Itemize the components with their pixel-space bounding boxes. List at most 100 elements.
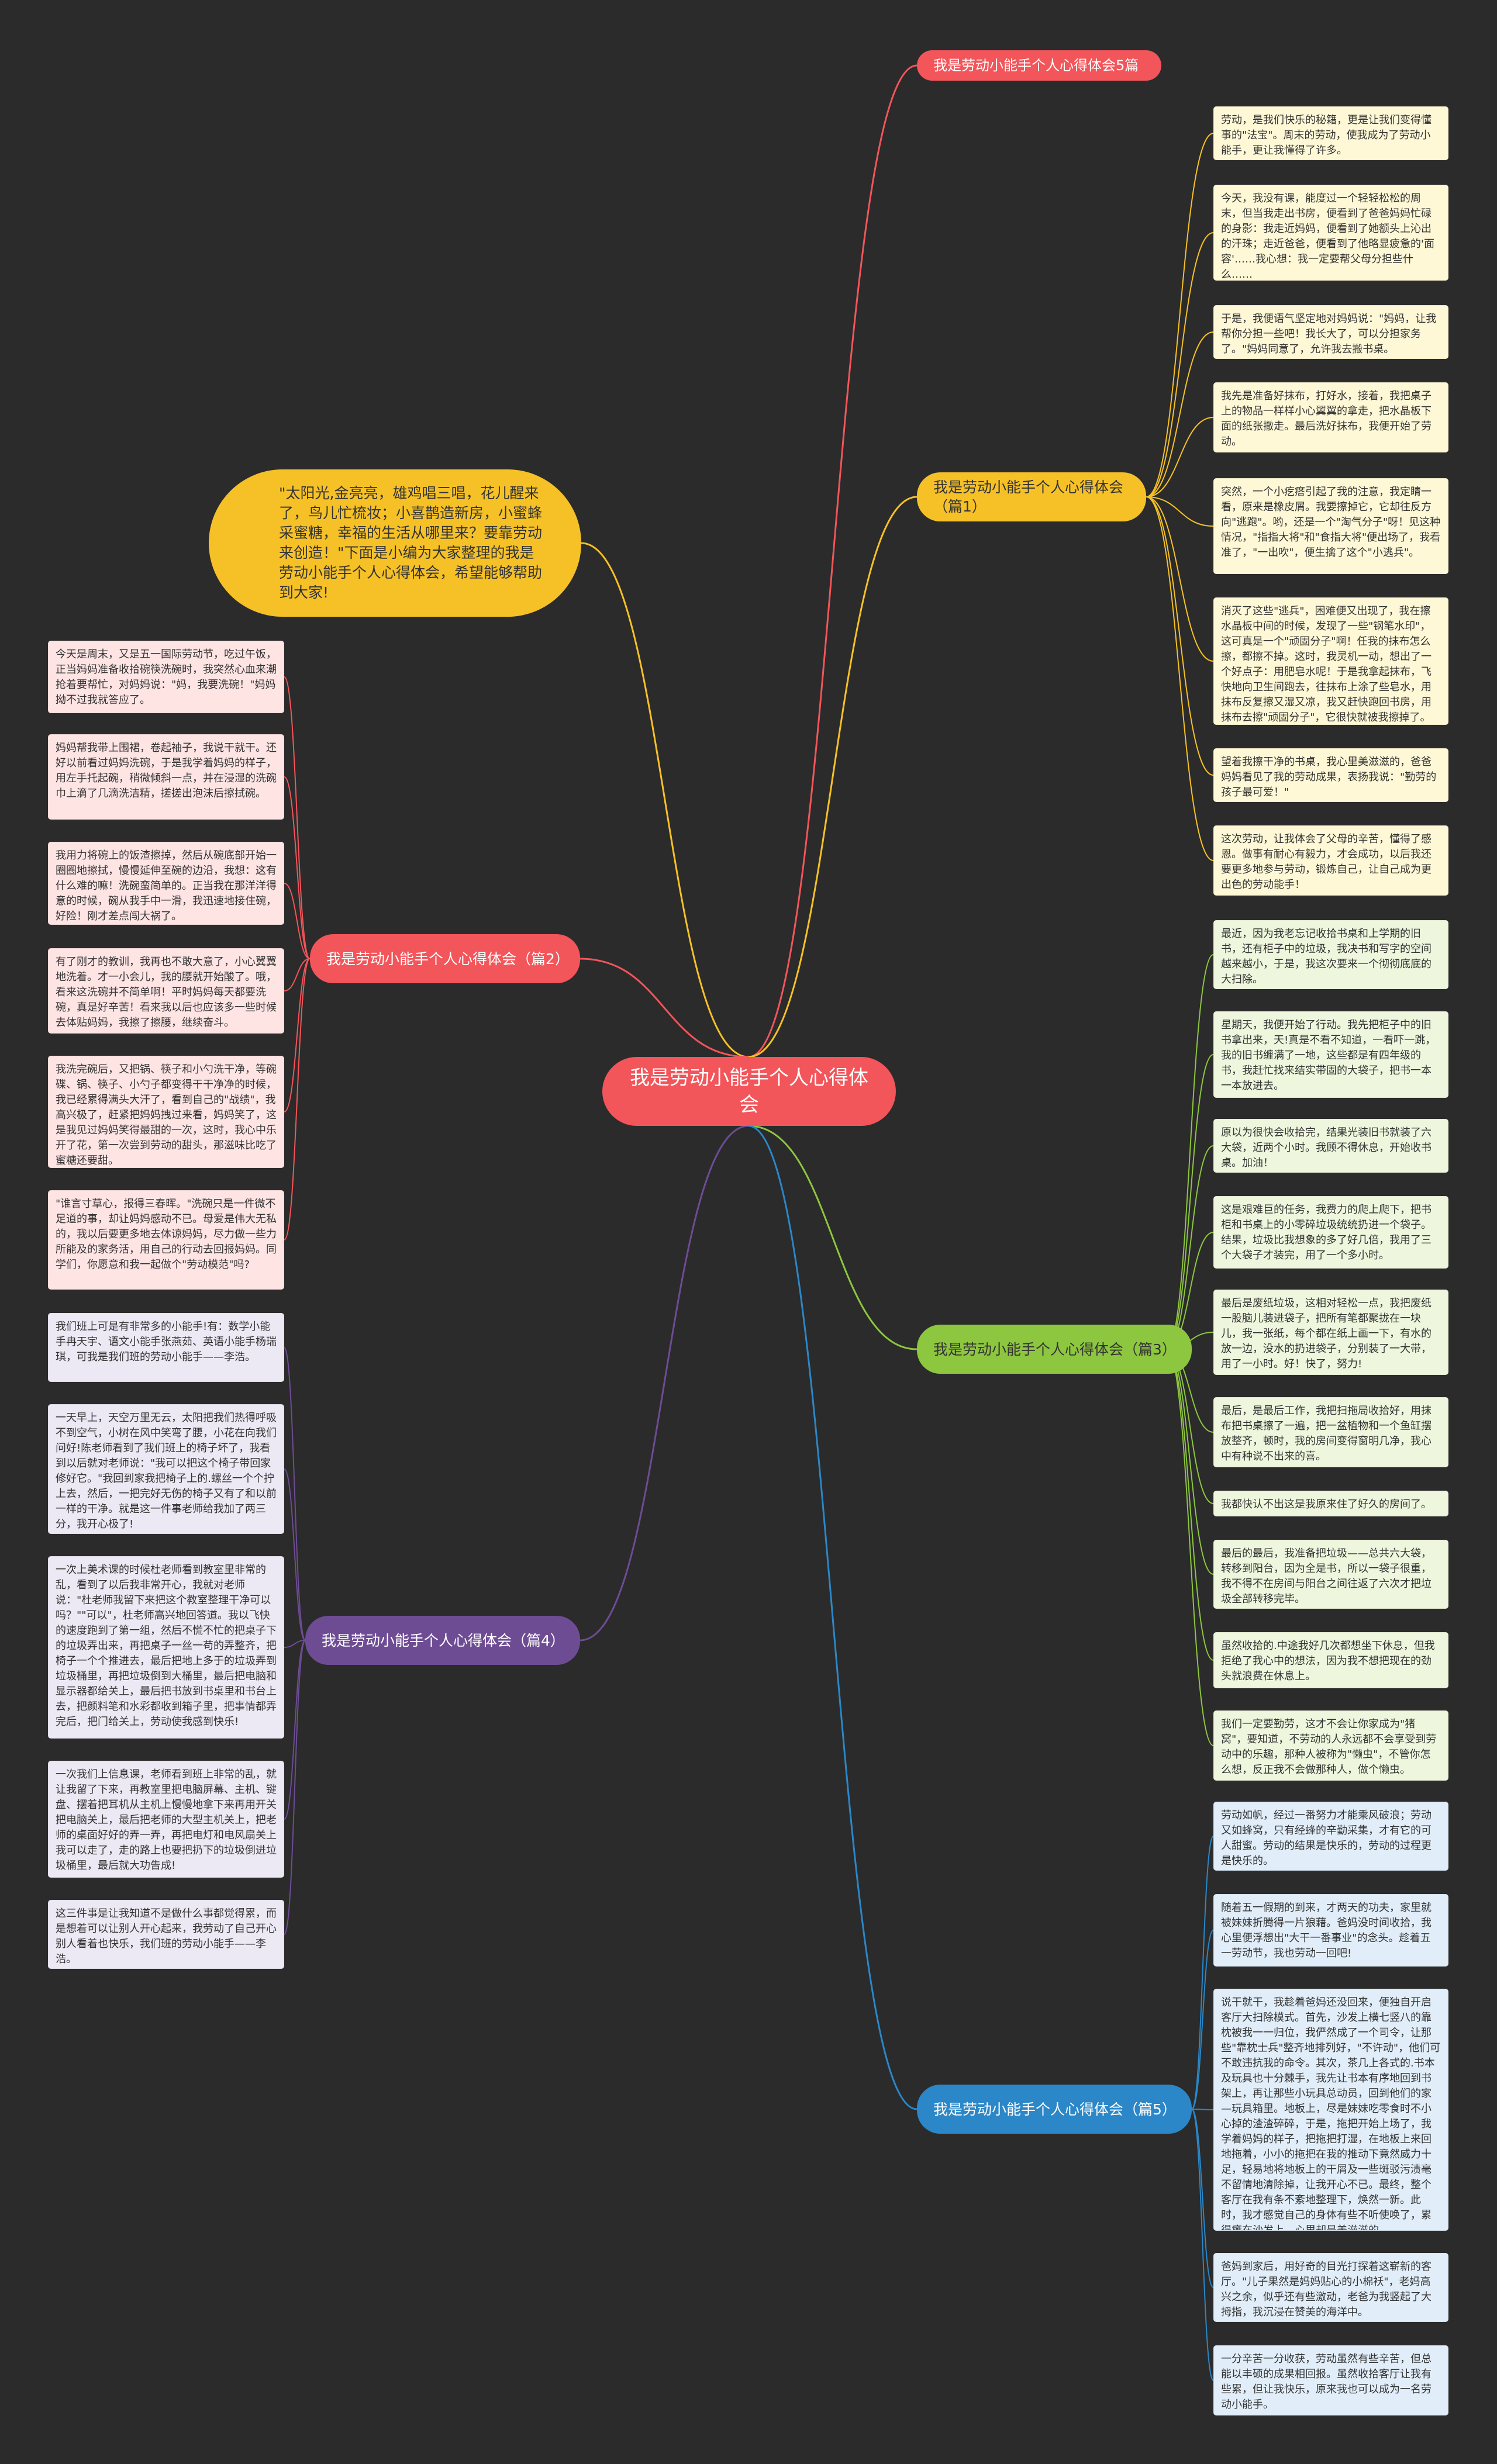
leaf-note[interactable]: 我先是准备好抹布，打好水，接着，我把桌子上的物品一样样小心翼翼的拿走，把水晶板下…	[1213, 382, 1448, 452]
leaf-note[interactable]: 原以为很快会收拾完，结果光装旧书就装了六大袋，近两个小时。我顾不得休息，开始收书…	[1213, 1119, 1448, 1173]
leaf-text: 我们班上可是有非常多的小能手!有：数学小能手冉天宇、语文小能手张燕茹、英语小能手…	[56, 1321, 277, 1363]
branch-label: 我是劳动小能手个人心得体会（篇1）	[933, 479, 1124, 515]
connector-leaf	[1166, 1145, 1214, 1350]
leaf-text: 一分辛苦一分收获，劳动虽然有些辛苦，但总能以丰硕的成果相回报。虽然收拾客厅让我有…	[1221, 2353, 1432, 2411]
leaf-note[interactable]: 一分辛苦一分收获，劳动虽然有些辛苦，但总能以丰硕的成果相回报。虽然收拾客厅让我有…	[1213, 2345, 1448, 2415]
leaf-text: 望着我擦干净的书桌，我心里美滋滋的，爸爸妈妈看见了我的劳动成果，表扬我说："勤劳…	[1221, 756, 1437, 799]
leaf-note[interactable]: 我用力将碗上的饭渣擦掉，然后从碗底部开始一圈圈地擦拭，慢慢延伸至碗的边沿，我想：…	[48, 842, 284, 925]
branch-node-3[interactable]: 我是劳动小能手个人心得体会（篇3）	[917, 1325, 1192, 1374]
leaf-note[interactable]: 最后，是最后工作，我把扫拖局收拾好，用抹布把书桌擦了一遍，把一盆植物和一个鱼缸摆…	[1213, 1397, 1448, 1467]
leaf-note[interactable]: 随着五一假期的到来，才两天的功夫，家里就被妹妹折腾得一片狼藉。爸妈没时间收拾，我…	[1213, 1894, 1448, 1967]
connector-root-branch5	[748, 1125, 917, 2110]
leaf-text: 有了刚才的教训，我再也不敢大意了，小心翼翼地洗着。才一小会儿，我的腰就开始酸了。…	[56, 956, 277, 1029]
leaf-text: 我用力将碗上的饭渣擦掉，然后从碗底部开始一圈圈地擦拭，慢慢延伸至碗的边沿，我想：…	[56, 849, 277, 922]
leaf-note[interactable]: 突然，一个小疙瘩引起了我的注意，我定睛一看，原来是橡皮屑。我要擦掉它，它却往反方…	[1213, 478, 1448, 574]
branch-node-2[interactable]: 我是劳动小能手个人心得体会（篇2）	[310, 934, 580, 983]
leaf-note[interactable]: 劳动如帆，经过一番努力才能乘风破浪；劳动又如蜂窝，只有经蜂的辛勤采集，才有它的可…	[1213, 1802, 1448, 1871]
leaf-text: 一次上美术课的时候杜老师看到教室里非常的乱，看到了以后我非常开心，我就对老师说：…	[56, 1564, 277, 1728]
leaf-text: 劳动，是我们快乐的秘籍，更是让我们变得懂事的"法宝"。周末的劳动，使我成为了劳动…	[1221, 114, 1432, 157]
leaf-text: 我先是准备好抹布，打好水，接着，我把桌子上的物品一样样小心翼翼的拿走，把水晶板下…	[1221, 390, 1432, 448]
leaf-note[interactable]: 爸妈到家后，用好奇的目光打探着这崭新的客厅。"儿子果然是妈妈贴心的小棉袄"，老妈…	[1213, 2253, 1448, 2322]
leaf-text: 最后是废纸垃圾，这相对轻松一点，我把废纸一股脑儿装进袋子，把所有笔都聚拢在一块儿…	[1221, 1297, 1432, 1370]
leaf-text: 劳动如帆，经过一番努力才能乘风破浪；劳动又如蜂窝，只有经蜂的辛勤采集，才有它的可…	[1221, 1809, 1432, 1867]
leaf-note[interactable]: 劳动，是我们快乐的秘籍，更是让我们变得懂事的"法宝"。周末的劳动，使我成为了劳动…	[1213, 106, 1448, 160]
connector-leaf	[1191, 1930, 1214, 2110]
leaf-text: 我都快认不出这是我原来住了好久的房间了。	[1221, 1498, 1432, 1511]
connector-leaf	[1146, 417, 1214, 497]
leaf-text: 说干就干，我趁着爸妈还没回来，便独自开启客厅大扫除模式。首先，沙发上横七竖八的靠…	[1221, 1996, 1441, 2231]
leaf-note[interactable]: 我们班上可是有非常多的小能手!有：数学小能手冉天宇、语文小能手张燕茹、英语小能手…	[48, 1313, 284, 1382]
leaf-text: 一次我们上信息课，老师看到班上非常的乱，就让我留了下来，再教室里把电脑屏幕、主机…	[56, 1768, 277, 1872]
leaf-text: 虽然收拾的.中途我好几次都想坐下休息，但我拒绝了我心中的想法，因为我不想把现在的…	[1221, 1640, 1435, 1682]
root-node[interactable]: 我是劳动小能手个人心得体会	[602, 1057, 896, 1126]
connector-leaf	[284, 1640, 306, 1935]
leaf-note[interactable]: 一天早上，天空万里无云，太阳把我们热得呼吸不到空气，小树在风中笑弯了腰，小花在向…	[48, 1404, 284, 1534]
connector-leaf	[284, 1347, 306, 1641]
connector-root-branch2	[580, 958, 749, 1058]
leaf-note[interactable]: 今天，我没有课，能度过一个轻轻松松的周末，但当我走出书房，便看到了爸爸妈妈忙碌的…	[1213, 185, 1448, 281]
leaf-note[interactable]: 妈妈帮我带上围裙，卷起袖子，我说干就干。还好以前看过妈妈洗碗，于是我学着妈妈的样…	[48, 734, 284, 820]
leaf-note[interactable]: 最近，因为我老忘记收拾书桌和上学期的旧书，还有柜子中的垃圾，我决书和写字的空间越…	[1213, 920, 1448, 989]
connector-leaf	[1146, 331, 1214, 497]
connector-root-overview	[748, 64, 917, 1058]
leaf-text: 星期天，我便开始了行动。我先把柜子中的旧书拿出来，天!真是不看不知道，一看吓一跳…	[1221, 1019, 1436, 1092]
leaf-text: 随着五一假期的到来，才两天的功夫，家里就被妹妹折腾得一片狼藉。爸妈没时间收拾，我…	[1221, 1902, 1432, 1960]
connector-root-intro	[581, 542, 749, 1058]
connector-leaf	[1146, 133, 1214, 497]
connector-leaf	[1146, 496, 1214, 527]
intro-node[interactable]: "太阳光,金亮亮，雄鸡唱三唱，花儿醒来了，鸟儿忙梳妆；小喜鹊造新房，小蜜蜂采蜜糖…	[209, 469, 581, 617]
leaf-text: 爸妈到家后，用好奇的目光打探着这崭新的客厅。"儿子果然是妈妈贴心的小棉袄"，老妈…	[1221, 2261, 1432, 2318]
connector-leaf	[1146, 496, 1214, 861]
connector-leaf	[284, 1468, 306, 1641]
connector-leaf	[1191, 2109, 1214, 2381]
leaf-note[interactable]: 这是艰难巨的任务，我费力的爬上爬下，把书柜和书桌上的小零碎垃圾统统扔进一个袋子。…	[1213, 1196, 1448, 1269]
leaf-text: 原以为很快会收拾完，结果光装旧书就装了六大袋，近两个小时。我顾不得休息，开始收书…	[1221, 1126, 1432, 1169]
leaf-note[interactable]: 这三件事是让我知道不是做什么事都觉得累，而是想着可以让别人开心起来，我劳动了自己…	[48, 1900, 284, 1969]
branch-label: 我是劳动小能手个人心得体会（篇3）	[933, 1340, 1177, 1358]
connector-leaf	[284, 1640, 306, 1820]
connector-root-branch1	[748, 496, 917, 1058]
leaf-text: 我们一定要勤劳，这才不会让你家成为"猪窝"，要知道，不劳动的人永远都不会享受到劳…	[1221, 1718, 1437, 1776]
branch-node-5[interactable]: 我是劳动小能手个人心得体会（篇5）	[917, 2085, 1192, 2134]
connector-leaf	[284, 958, 311, 991]
leaf-text: 这次劳动，让我体会了父母的辛苦，懂得了感恩。做事有耐心有毅力，才会成功，以后我还…	[1221, 833, 1432, 891]
leaf-note[interactable]: 我们一定要勤劳，这才不会让你家成为"猪窝"，要知道，不劳动的人永远都不会享受到劳…	[1213, 1710, 1448, 1781]
root-title: 我是劳动小能手个人心得体会	[630, 1066, 868, 1117]
connector-leaf	[284, 883, 311, 959]
leaf-note[interactable]: 我洗完碗后，又把锅、筷子和小勺洗干净，等碗碟、锅、筷子、小勺子都变得干干净净的时…	[48, 1056, 284, 1168]
leaf-note[interactable]: 说干就干，我趁着爸妈还没回来，便独自开启客厅大扫除模式。首先，沙发上横七竖八的靠…	[1213, 1989, 1448, 2231]
leaf-note[interactable]: 消灭了这些"逃兵"，困难便又出现了，我在擦水晶板中间的时候，发现了一些"钢笔水印…	[1213, 597, 1448, 725]
leaf-note[interactable]: 最后的最后，我准备把垃圾——总共六大袋，转移到阳台，因为全是书，所以一袋子很重，…	[1213, 1540, 1448, 1609]
branch-node-4[interactable]: 我是劳动小能手个人心得体会（篇4）	[305, 1616, 580, 1665]
leaf-note[interactable]: 于是，我便语气坚定地对妈妈说："妈妈，让我帮你分担一些吧！我长大了，可以分担家务…	[1213, 305, 1448, 359]
branch-label: 我是劳动小能手个人心得体会5篇	[933, 57, 1139, 74]
leaf-note[interactable]: "谁言寸草心，报得三春晖。"洗碗只是一件微不足道的事，却让妈妈感动不已。母爱是伟…	[48, 1190, 284, 1290]
leaf-text: 突然，一个小疙瘩引起了我的注意，我定睛一看，原来是橡皮屑。我要擦掉它，它却往反方…	[1221, 486, 1441, 559]
leaf-note[interactable]: 一次我们上信息课，老师看到班上非常的乱，就让我留了下来，再教室里把电脑屏幕、主机…	[48, 1761, 284, 1878]
leaf-note[interactable]: 一次上美术课的时候杜老师看到教室里非常的乱，看到了以后我非常开心，我就对老师说：…	[48, 1556, 284, 1739]
connector-leaf	[284, 676, 311, 959]
leaf-note[interactable]: 虽然收拾的.中途我好几次都想坐下休息，但我拒绝了我心中的想法，因为我不想把现在的…	[1213, 1632, 1448, 1688]
leaf-note[interactable]: 星期天，我便开始了行动。我先把柜子中的旧书拿出来，天!真是不看不知道，一看吓一跳…	[1213, 1011, 1448, 1098]
leaf-text: 最近，因为我老忘记收拾书桌和上学期的旧书，还有柜子中的垃圾，我决书和写字的空间越…	[1221, 928, 1432, 986]
leaf-text: 妈妈帮我带上围裙，卷起袖子，我说干就干。还好以前看过妈妈洗碗，于是我学着妈妈的样…	[56, 742, 277, 800]
leaf-note[interactable]: 这次劳动，让我体会了父母的辛苦，懂得了感恩。做事有耐心有毅力，才会成功，以后我还…	[1213, 825, 1448, 896]
leaf-note[interactable]: 望着我擦干净的书桌，我心里美滋滋的，爸爸妈妈看见了我的劳动成果，表扬我说："勤劳…	[1213, 748, 1448, 802]
leaf-text: 最后的最后，我准备把垃圾——总共六大袋，转移到阳台，因为全是书，所以一袋子很重，…	[1221, 1547, 1432, 1605]
leaf-note[interactable]: 最后是废纸垃圾，这相对轻松一点，我把废纸一股脑儿装进袋子，把所有笔都聚拢在一块儿…	[1213, 1290, 1448, 1375]
connector-root-branch3	[748, 1125, 917, 1350]
connector-leaf	[1166, 1349, 1214, 1746]
connector-leaf	[1146, 496, 1214, 662]
leaf-text: 消灭了这些"逃兵"，困难便又出现了，我在擦水晶板中间的时候，发现了一些"钢笔水印…	[1221, 605, 1432, 724]
connector-leaf	[1146, 496, 1214, 776]
leaf-text: 这是艰难巨的任务，我费力的爬上爬下，把书柜和书桌上的小零碎垃圾统统扔进一个袋子。…	[1221, 1204, 1432, 1262]
branch-node-1[interactable]: 我是劳动小能手个人心得体会（篇1）	[917, 472, 1146, 521]
connector-leaf	[1191, 1836, 1214, 2110]
leaf-text: 今天，我没有课，能度过一个轻轻松松的周末，但当我走出书房，便看到了爸爸妈妈忙碌的…	[1221, 192, 1434, 281]
leaf-note[interactable]: 我都快认不出这是我原来住了好久的房间了。	[1213, 1491, 1448, 1516]
branch-node-overview[interactable]: 我是劳动小能手个人心得体会5篇	[917, 50, 1161, 81]
leaf-text: 一天早上，天空万里无云，太阳把我们热得呼吸不到空气，小树在风中笑弯了腰，小花在向…	[56, 1412, 277, 1530]
leaf-note[interactable]: 有了刚才的教训，我再也不敢大意了，小心翼翼地洗着。才一小会儿，我的腰就开始酸了。…	[48, 948, 284, 1034]
leaf-note[interactable]: 今天是周末，又是五一国际劳动节，吃过午饭，正当妈妈准备收拾碗筷洗碗时，我突然心血…	[48, 641, 284, 713]
